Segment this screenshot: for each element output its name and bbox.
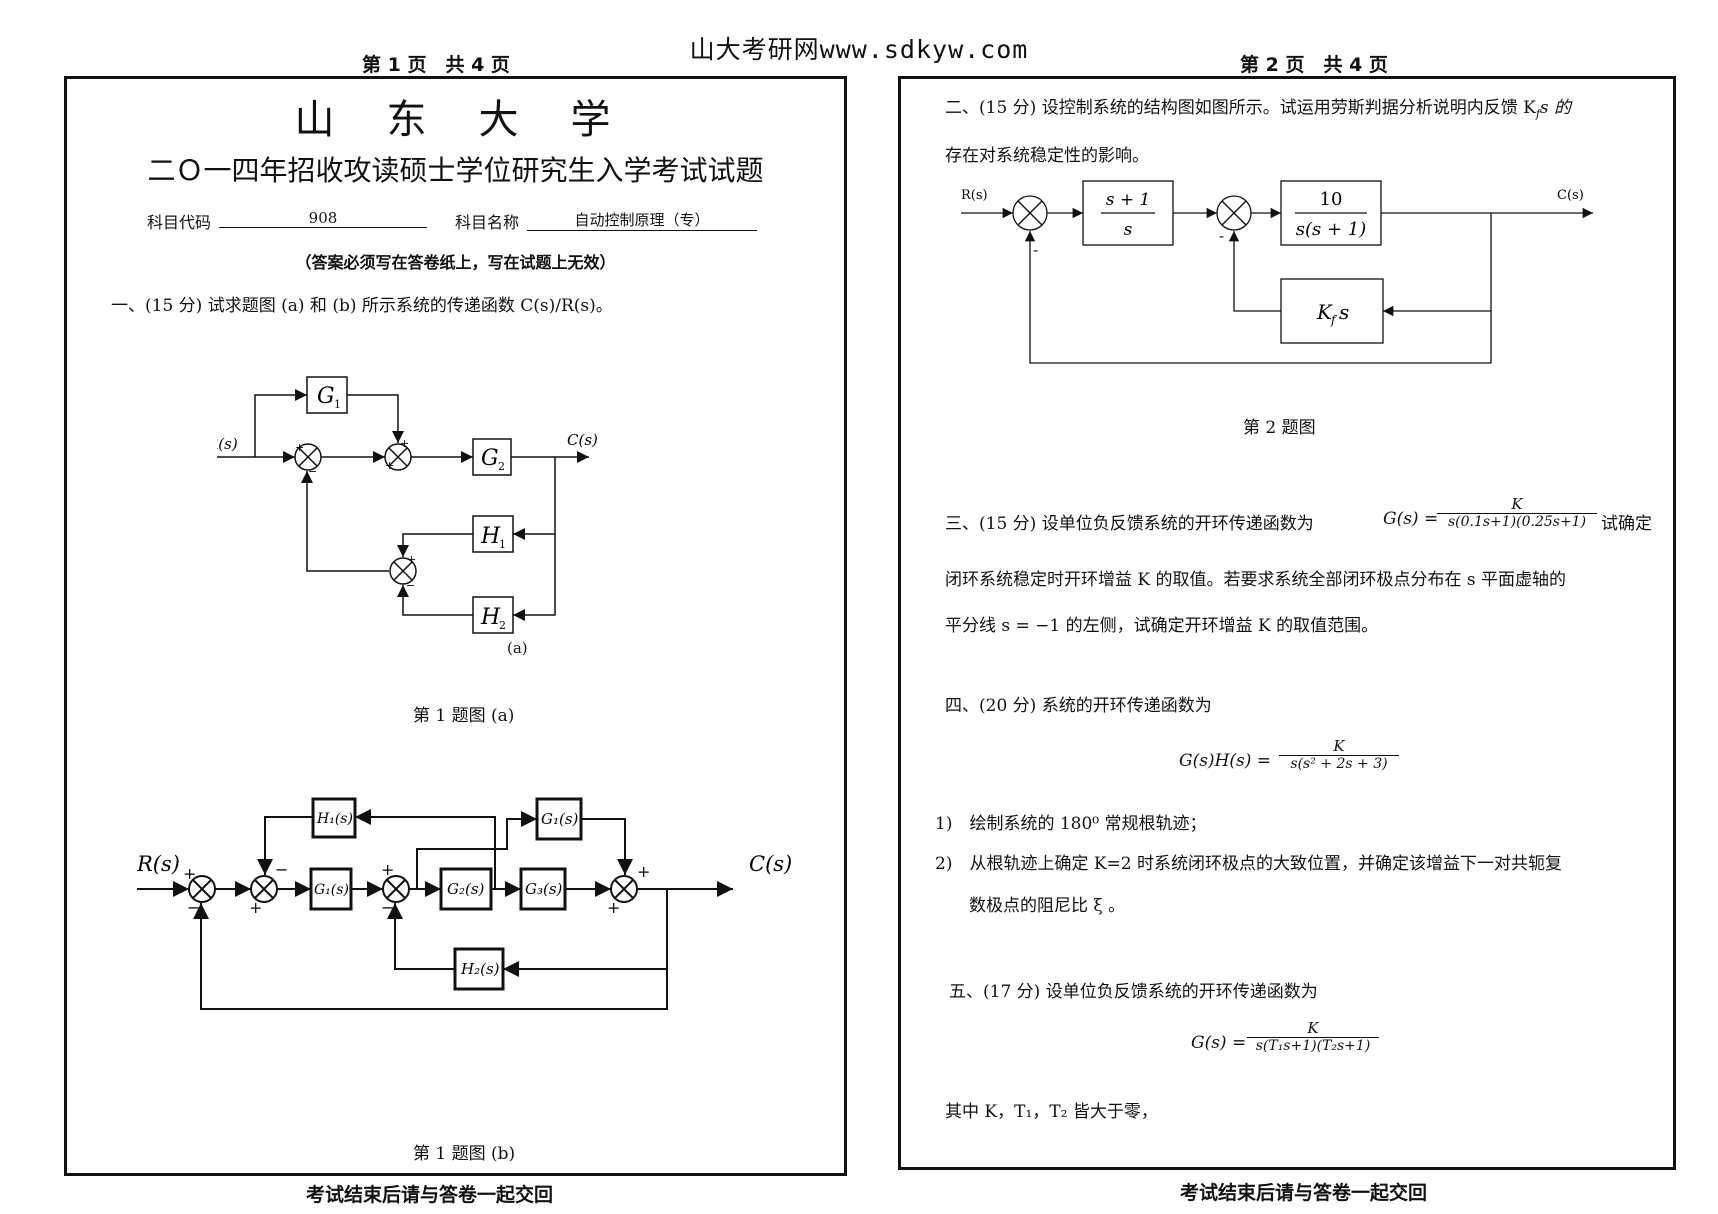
a-block-g2: G — [481, 446, 499, 471]
subject-code-value: 908 — [219, 209, 427, 228]
a-block-h2: H — [480, 605, 501, 630]
q4-g-label: G(s)H(s) = — [1179, 751, 1272, 771]
a-block-g1: G — [317, 384, 335, 409]
block-diagram-2: R(s) C(s) s + 1 s 10 s(s + 1) K f s - - — [961, 180, 1593, 364]
fig-2-caption: 第 2 题图 — [1243, 418, 1316, 438]
fig-b-caption: 第 1 题图 (b) — [413, 1144, 516, 1164]
b-output-label: C(s) — [749, 852, 792, 876]
a-block-g1-sub: 1 — [334, 398, 341, 411]
q5-fraction: K s(T₁s+1)(T₂s+1) — [1247, 1019, 1379, 1054]
q5-g-label: G(s) = — [1191, 1033, 1247, 1053]
d2-sign: - — [1219, 227, 1224, 245]
fig-a-sub-label: (a) — [507, 639, 528, 657]
exam-title: 二Ｏ一四年招收攻读硕士学位研究生入学考试试题 — [147, 154, 764, 187]
b-sign: − — [381, 898, 394, 917]
question-2-line1: 二、(15 分) 设控制系统的结构图如图所示。试运用劳斯判据分析说明内反馈 Kf… — [945, 93, 1571, 120]
q4-part-2: 2) 从根轨迹上确定 K=2 时系统闭环极点的大致位置，并确定该增益下一对共轭复 — [935, 854, 1563, 874]
q2-kf-s: s 的 — [1539, 98, 1572, 118]
question-3-intro: 三、(15 分) 设单位负反馈系统的开环传递函数为 — [945, 514, 1314, 534]
q2-text: 二、(15 分) 设控制系统的结构图如图所示。试运用劳斯判据分析说明内反馈 K — [945, 98, 1536, 118]
subject-code-label: 科目代码 — [147, 213, 212, 232]
q5-denominator: s(T₁s+1)(T₂s+1) — [1255, 1038, 1371, 1054]
b-sign: − — [275, 860, 288, 879]
q4-part-1: 1) 绘制系统的 180⁰ 常规根轨迹； — [935, 814, 1207, 834]
fraction-bar — [1437, 513, 1597, 514]
q5-numerator: K — [1307, 1019, 1319, 1037]
q3-fraction: K s(0.1s+1)(0.25s+1) — [1437, 495, 1597, 530]
site-watermark: 山大考研网www.sdkyw.com — [689, 35, 1029, 64]
q4-fraction: K s(s² + 2s + 3) — [1279, 737, 1399, 772]
a-block-h1: H — [480, 524, 501, 549]
b-block-g1-upper: G₁(s) — [541, 810, 579, 828]
q3-denominator: s(0.1s+1)(0.25s+1) — [1447, 514, 1587, 530]
left-exam-page: 山 东 大 学 二Ｏ一四年招收攻读硕士学位研究生入学考试试题 科目代码 908 … — [64, 76, 847, 1176]
subject-name-value: 自动控制原理（专） — [527, 209, 757, 231]
b-sign: + — [381, 860, 394, 879]
b-input-label: R(s) — [137, 852, 180, 876]
question-3-line3: 平分线 s = −1 的左侧，试确定开环增益 K 的取值范围。 — [945, 616, 1379, 636]
left-page-number: 第 1 页 共 4 页 — [362, 54, 510, 76]
q5-conditions: 其中 K，T₁，T₂ 皆大于零， — [945, 1102, 1158, 1122]
b-block-g3: G₃(s) — [525, 880, 563, 898]
b-block-g1-main: G₁(s) — [314, 882, 349, 898]
question-5-intro: 五、(17 分) 设单位负反馈系统的开环传递函数为 — [949, 982, 1318, 1002]
d2-block2-numerator: 10 — [1320, 189, 1343, 210]
d2-output-label: C(s) — [1557, 188, 1584, 203]
fraction-bar — [1279, 755, 1399, 756]
q3-tail: 试确定 — [1601, 514, 1652, 534]
a-sign: + — [295, 441, 304, 454]
d2-block1-numerator: s + 1 — [1106, 190, 1151, 210]
b-block-g2: G₂(s) — [447, 880, 485, 898]
answer-notice: （答案必须写在答卷纸上，写在试题上无效） — [295, 253, 616, 272]
right-footer: 考试结束后请与答卷一起交回 — [1180, 1182, 1428, 1204]
d2-kf-block: K — [1316, 300, 1333, 324]
d2-kf-s: s — [1339, 300, 1349, 324]
b-sign: + — [637, 862, 650, 881]
question-3-line2: 闭环系统稳定时开环增益 K 的取值。若要求系统全部闭环极点分布在 s 平面虚轴的 — [945, 570, 1567, 590]
d2-kf-sub: f — [1330, 313, 1338, 327]
q4-denominator: s(s² + 2s + 3) — [1290, 756, 1388, 772]
q3-g-label: G(s) = — [1383, 509, 1439, 529]
a-sign: − — [406, 579, 415, 592]
a-block-h1-sub: 1 — [499, 538, 506, 551]
a-sign: + — [385, 459, 394, 472]
fraction-bar — [1247, 1037, 1379, 1038]
a-block-g2-sub: 2 — [498, 460, 505, 473]
b-sign: − — [187, 898, 200, 917]
subject-name-label: 科目名称 — [455, 213, 520, 232]
d2-input-label: R(s) — [961, 188, 988, 203]
a-sign: − — [308, 465, 317, 478]
block-diagram-a: R(s) C(s) G 1 G 2 H 1 H 2 + − + + + − — [217, 376, 598, 634]
d2-block2-denominator: s(s + 1) — [1296, 219, 1367, 240]
q4-part-2-cont: 数极点的阻尼比 ξ 。 — [969, 896, 1126, 916]
a-block-h2-sub: 2 — [499, 619, 506, 632]
right-exam-page: 二、(15 分) 设控制系统的结构图如图所示。试运用劳斯判据分析说明内反馈 Kf… — [898, 76, 1676, 1170]
d2-sign: - — [1033, 241, 1038, 259]
q4-numerator: K — [1333, 737, 1345, 755]
b-sign: + — [249, 898, 262, 917]
q2-kf-sub: f — [1535, 107, 1540, 121]
fig-a-caption: 第 1 题图 (a) — [413, 706, 515, 726]
question-1-text: 一、(15 分) 试求题图 (a) 和 (b) 所示系统的传递函数 C(s)/R… — [111, 296, 613, 316]
question-4-intro: 四、(20 分) 系统的开环传递函数为 — [945, 696, 1212, 716]
a-input-label: R(s) — [217, 435, 238, 453]
b-block-h2: H₂(s) — [460, 960, 500, 978]
university-name: 山 东 大 学 — [294, 97, 617, 143]
a-output-label: C(s) — [567, 431, 598, 449]
question-2-line2: 存在对系统稳定性的影响。 — [945, 146, 1149, 166]
b-block-h1: H₁(s) — [316, 811, 353, 827]
a-sign: + — [400, 437, 409, 450]
a-sign: + — [407, 553, 416, 566]
d2-block1-denominator: s — [1124, 220, 1133, 240]
right-page-number: 第 2 页 共 4 页 — [1240, 54, 1388, 76]
left-footer: 考试结束后请与答卷一起交回 — [306, 1184, 554, 1206]
block-diagram-b: H₁(s) G₁(s) G₂(s) G₃(s) G₁(s) H₂(s) R(s)… — [137, 797, 792, 1010]
q3-numerator: K — [1511, 495, 1523, 513]
b-sign: + — [183, 864, 196, 883]
b-sign: + — [607, 898, 620, 917]
